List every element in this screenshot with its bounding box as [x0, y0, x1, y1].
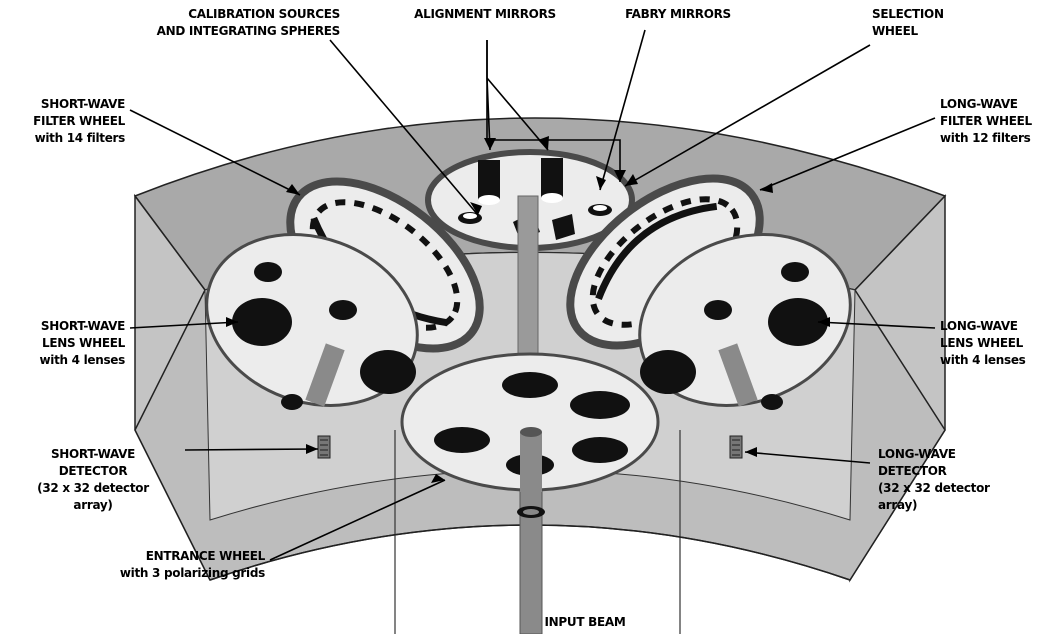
label-line: with 4 lenses — [940, 352, 1063, 369]
label-line: LONG-WAVE — [940, 96, 1063, 113]
label-line: LONG-WAVE — [878, 446, 1058, 463]
label-line: DETECTOR — [878, 463, 1058, 480]
label-line: FABRY MIRRORS — [608, 6, 748, 23]
label-entrance-wheel: ENTRANCE WHEEL with 3 polarizing grids — [40, 548, 265, 582]
label-line: LENS WHEEL — [0, 335, 125, 352]
label-line: SELECTION — [872, 6, 992, 23]
label-line: (32 x 32 detector — [8, 480, 178, 497]
label-line: SHORT-WAVE — [0, 318, 125, 335]
label-sw-filter-wheel: SHORT-WAVE FILTER WHEEL with 14 filters — [0, 96, 125, 147]
label-line: ENTRANCE WHEEL — [40, 548, 265, 565]
label-line: FILTER WHEEL — [940, 113, 1063, 130]
label-line: with 3 polarizing grids — [40, 565, 265, 582]
label-line: AND INTEGRATING SPHERES — [110, 23, 340, 40]
label-fabry-mirrors: FABRY MIRRORS — [608, 6, 748, 23]
label-line: array) — [878, 497, 1058, 514]
label-line: with 14 filters — [0, 130, 125, 147]
label-lw-lens-wheel: LONG-WAVE LENS WHEEL with 4 lenses — [940, 318, 1063, 369]
label-line: (32 x 32 detector — [878, 480, 1058, 497]
label-line: WHEEL — [872, 23, 992, 40]
label-line: ALIGNMENT MIRRORS — [395, 6, 575, 23]
label-lw-detector: LONG-WAVE DETECTOR (32 x 32 detector arr… — [878, 446, 1058, 514]
label-line: array) — [8, 497, 178, 514]
label-line: with 12 filters — [940, 130, 1063, 147]
label-calibration-sources: CALIBRATION SOURCES AND INTEGRATING SPHE… — [110, 6, 340, 40]
label-line: FILTER WHEEL — [0, 113, 125, 130]
label-line: DETECTOR — [8, 463, 178, 480]
label-line: with 4 lenses — [0, 352, 125, 369]
label-selection-wheel: SELECTION WHEEL — [872, 6, 992, 40]
label-line: INPUT BEAM — [530, 614, 640, 631]
label-alignment-mirrors: ALIGNMENT MIRRORS — [395, 6, 575, 23]
label-lw-filter-wheel: LONG-WAVE FILTER WHEEL with 12 filters — [940, 96, 1063, 147]
entrance-wheel — [402, 354, 658, 492]
label-sw-detector: SHORT-WAVE DETECTOR (32 x 32 detector ar… — [8, 446, 178, 514]
label-sw-lens-wheel: SHORT-WAVE LENS WHEEL with 4 lenses — [0, 318, 125, 369]
label-line: LONG-WAVE — [940, 318, 1063, 335]
label-input-beam: INPUT BEAM — [530, 614, 640, 631]
label-line: CALIBRATION SOURCES — [110, 6, 340, 23]
label-line: SHORT-WAVE — [0, 96, 125, 113]
label-line: LENS WHEEL — [940, 335, 1063, 352]
label-line: SHORT-WAVE — [8, 446, 178, 463]
